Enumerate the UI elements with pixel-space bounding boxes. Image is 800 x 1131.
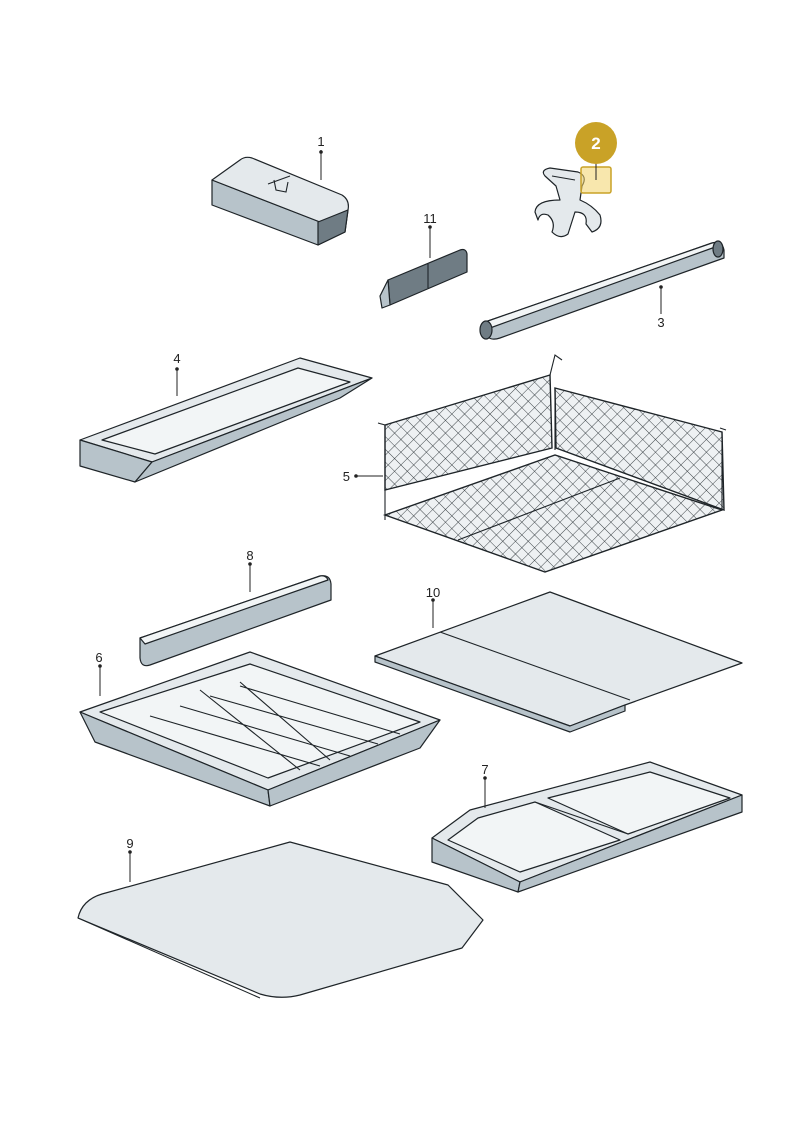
svg-text:6: 6 [95, 650, 102, 665]
part-9-boot-mat[interactable] [77, 841, 484, 999]
part-4-long-tray[interactable] [79, 357, 373, 483]
svg-text:2: 2 [591, 134, 600, 153]
svg-text:1: 1 [317, 134, 324, 149]
callout-5: 5 [343, 469, 383, 484]
svg-text:9: 9 [126, 836, 133, 851]
callout-3: 3 [657, 285, 665, 330]
part-11-bracket-panel[interactable] [379, 248, 468, 309]
svg-text:3: 3 [657, 315, 664, 330]
callout-2-badge[interactable]: 2 [575, 122, 617, 180]
part-3-roller-cover[interactable] [479, 240, 725, 340]
callout-1: 1 [317, 134, 325, 180]
part-6-floor-tray[interactable] [79, 651, 441, 807]
callout-8: 8 [246, 548, 254, 592]
callout-9: 9 [126, 836, 134, 882]
part-10-floor-panel[interactable] [374, 591, 743, 733]
callout-10: 10 [426, 585, 440, 628]
part-7-compartment-tray[interactable] [431, 761, 743, 893]
part-5-cargo-net[interactable] [377, 354, 727, 573]
callout-7: 7 [481, 762, 489, 808]
svg-text:4: 4 [173, 351, 180, 366]
part-8-rail-bar[interactable] [139, 575, 332, 667]
svg-text:7: 7 [481, 762, 488, 777]
svg-text:5: 5 [343, 469, 350, 484]
svg-text:8: 8 [246, 548, 253, 563]
callout-4: 4 [173, 351, 181, 396]
callout-11: 11 [423, 211, 437, 258]
part-2-hook[interactable] [534, 166, 612, 238]
callout-6: 6 [95, 650, 103, 696]
svg-text:10: 10 [426, 585, 440, 600]
svg-text:11: 11 [423, 211, 437, 226]
part-1-storage-box[interactable] [211, 156, 349, 246]
